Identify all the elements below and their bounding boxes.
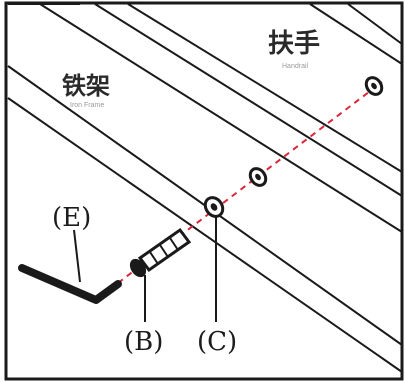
allen-key-icon <box>18 264 122 304</box>
leader-line-e <box>73 229 81 283</box>
handrail-edge-line <box>39 3 403 233</box>
part-label-b: (B) <box>124 327 163 357</box>
frame-label-cn: 铁架 <box>62 72 110 100</box>
handrail-label-cn: 扶手 <box>268 29 320 59</box>
washer-c-icon <box>203 196 225 218</box>
part-label-c: (C) <box>197 327 237 357</box>
frame-edge-line <box>7 97 403 373</box>
washer-icon <box>248 167 268 187</box>
washer-icon <box>364 76 384 96</box>
frame-label-en: Iron Frame <box>70 102 104 109</box>
part-label-e: (E) <box>52 203 91 233</box>
handrail-label-en: Handrail <box>282 63 309 70</box>
handrail-edge-line <box>347 3 403 45</box>
handrail-edge-line <box>309 3 403 65</box>
handrail-edge-line <box>127 3 403 173</box>
bolt-icon <box>129 227 192 278</box>
handrail-edge-line <box>94 3 403 197</box>
diagram-border <box>4 1 404 381</box>
